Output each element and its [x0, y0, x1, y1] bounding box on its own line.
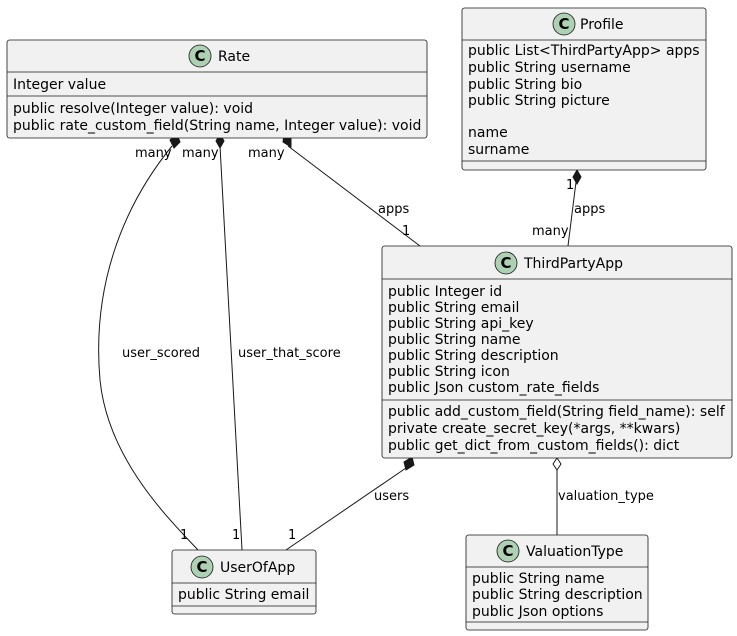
mult-user-scored-to: 1 [180, 528, 188, 543]
svg-text:C: C [500, 254, 511, 272]
method: public get_dict_from_custom_fields(): di… [388, 438, 680, 454]
field: public String description [472, 587, 643, 603]
mult-rate-apps-to: 1 [402, 224, 410, 239]
field: public String name [388, 332, 521, 348]
class-c-icon [496, 539, 520, 563]
field: name [468, 125, 508, 141]
field: public String api_key [388, 316, 534, 332]
class-thirdpartyapp[interactable]: C ThirdPartyApp public Integer id public… [381, 245, 733, 459]
method: private create_secret_key(*args, **kwars… [388, 421, 680, 437]
mult-user-that-score-from: many [182, 146, 219, 161]
edge-users: users 1 [285, 456, 415, 551]
mult-profile-apps-from: 1 [566, 178, 574, 193]
class-c-icon [552, 12, 576, 36]
edge-user-that-score: user_that_score many 1 [182, 132, 341, 551]
mult-user-scored-from: many [135, 146, 172, 161]
edge-label-user-that-score: user_that_score [238, 346, 341, 361]
mult-users-to: 1 [288, 528, 296, 543]
field: public Json custom_rate_fields [388, 380, 599, 396]
method: public rate_custom_field(String name, In… [13, 118, 421, 134]
edge-label-users: users [374, 489, 409, 504]
class-profile[interactable]: C Profile public List<ThirdPartyApp> app… [461, 7, 707, 171]
field: public String name [472, 571, 605, 587]
composition-diamond [403, 456, 415, 471]
svg-text:C: C [194, 47, 205, 65]
field: Integer value [13, 77, 106, 93]
svg-text:C: C [558, 15, 569, 33]
class-title-valuationtype: ValuationType [526, 544, 623, 560]
class-valuationtype[interactable]: C ValuationType public String name publi… [465, 534, 649, 631]
class-rate[interactable]: C Rate Integer value public resolve(Inte… [6, 39, 428, 139]
svg-text:C: C [196, 558, 207, 576]
field: public String bio [468, 77, 582, 93]
edge-label-user-scored: user_scored [122, 346, 200, 361]
mult-rate-apps-from: many [248, 146, 285, 161]
field: public String icon [388, 364, 510, 380]
class-title-profile: Profile [580, 17, 624, 33]
class-c-icon [190, 555, 214, 579]
field: surname [468, 142, 529, 158]
mult-user-that-score-to: 1 [232, 528, 240, 543]
class-c-icon [494, 251, 518, 275]
method: public add_custom_field(String field_nam… [388, 404, 726, 420]
field: public String picture [468, 93, 610, 109]
mult-profile-apps-to: many [532, 224, 569, 239]
composition-diamond [572, 168, 582, 186]
class-title-userofapp: UserOfApp [220, 560, 295, 576]
field: public String email [388, 300, 519, 316]
edge-label-valuation-type: valuation_type [558, 489, 654, 504]
edge-profile-apps: apps 1 many [532, 168, 605, 247]
class-title-thirdpartyapp: ThirdPartyApp [523, 256, 623, 272]
edge-user-scored: user_scored many 1 [98, 133, 200, 551]
edge-rate-apps: apps many 1 [248, 133, 421, 247]
svg-text:C: C [502, 542, 513, 560]
field: public String email [178, 587, 309, 603]
field: public Json options [472, 604, 603, 620]
field: public String username [468, 60, 631, 76]
edge-valuation-type: valuation_type [552, 457, 654, 535]
field: public Integer id [388, 284, 502, 300]
field: public String description [388, 348, 559, 364]
edge-label-profile-apps: apps [574, 202, 605, 217]
edge-label-rate-apps: apps [378, 202, 409, 217]
aggregation-diamond [552, 457, 562, 471]
class-c-icon [188, 44, 212, 68]
class-title-rate: Rate [218, 49, 250, 65]
method: public resolve(Integer value): void [13, 101, 253, 117]
class-userofapp[interactable]: C UserOfApp public String email [171, 549, 317, 615]
field: public List<ThirdPartyApp> apps [468, 43, 700, 59]
